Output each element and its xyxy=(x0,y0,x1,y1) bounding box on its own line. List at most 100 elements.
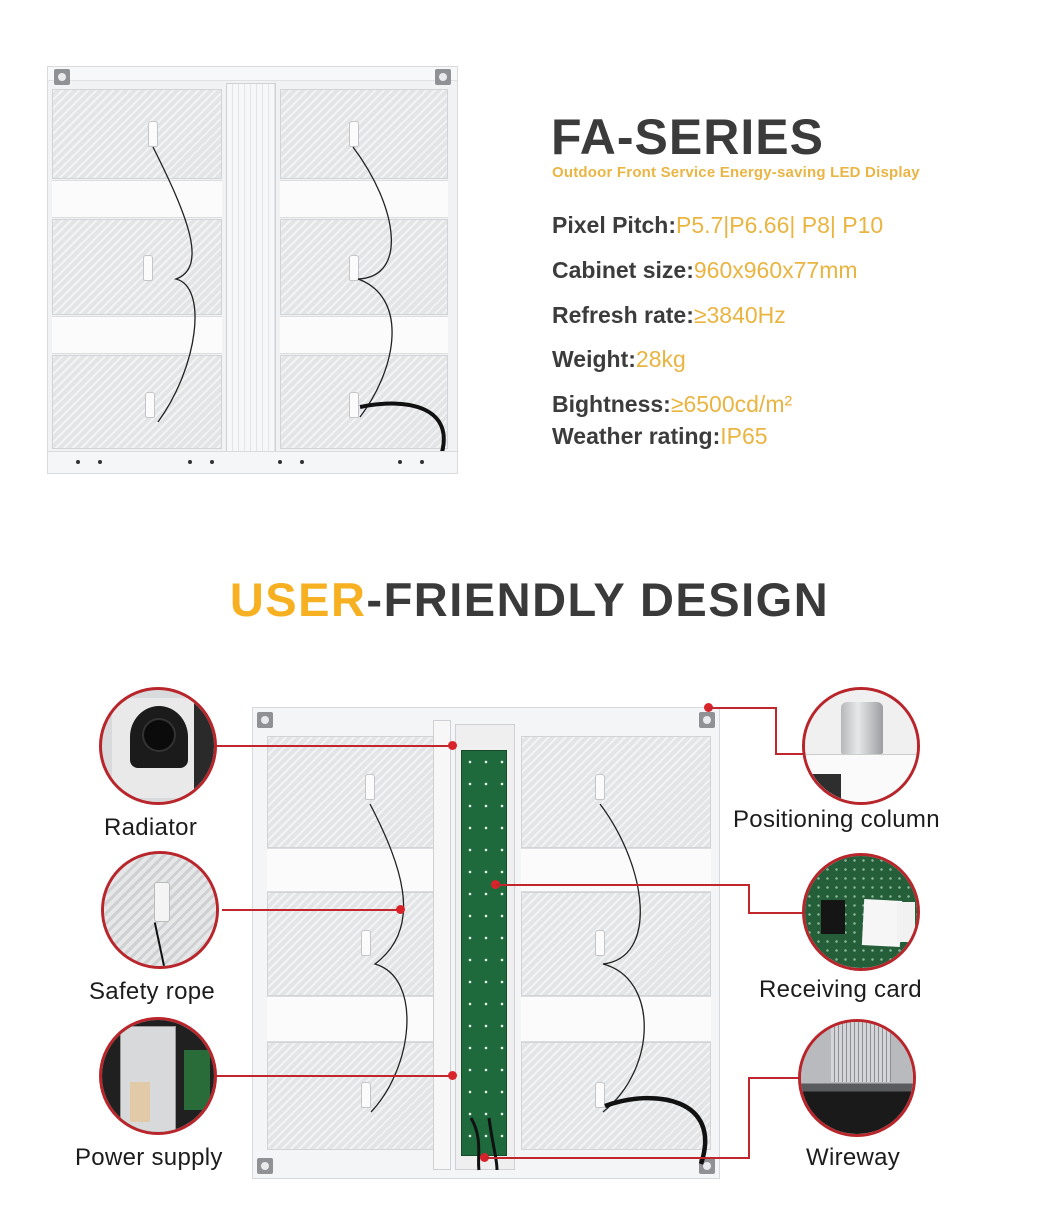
corner-lock-icon xyxy=(699,712,715,728)
callout-pin-radiator xyxy=(448,741,457,750)
led-module xyxy=(52,355,222,449)
safety-hook-icon xyxy=(361,930,371,956)
cabinet-rear-photo xyxy=(47,66,458,474)
callout-label-positioning-column: Positioning column xyxy=(733,806,940,833)
spec-label: Bightness: xyxy=(552,391,671,417)
callout-line-power-supply xyxy=(216,1075,452,1077)
spec-value: ≥6500cd/m² xyxy=(670,391,793,417)
callout-pin-wireway xyxy=(480,1153,489,1162)
callout-label-receiving-card: Receiving card xyxy=(759,976,922,1003)
safety-rope-cable xyxy=(152,146,446,460)
spec-label: Weather rating: xyxy=(552,423,721,449)
spec-label: Cabinet size: xyxy=(552,257,694,283)
callout-line-safety-rope xyxy=(222,909,402,911)
spec-value: P5.7|P6.66| P8| P10 xyxy=(675,212,884,238)
positioning-column-icon xyxy=(841,702,883,754)
section-heading-rest: -FRIENDLY DESIGN xyxy=(366,573,830,626)
spec-value: IP65 xyxy=(720,423,768,449)
callout-line-receiving-card xyxy=(496,884,750,886)
center-spine xyxy=(226,83,276,455)
spec-label: Weight: xyxy=(552,346,636,372)
rail xyxy=(267,848,437,892)
positioning-column-bubble xyxy=(802,687,920,805)
led-module xyxy=(280,89,448,179)
safety-hook-icon xyxy=(143,255,153,281)
product-subtitle: Outdoor Front Service Energy-saving LED … xyxy=(552,164,920,181)
spec-label: Refresh rate: xyxy=(552,302,694,328)
callout-line-wireway xyxy=(748,1077,800,1079)
led-module xyxy=(521,736,711,848)
callout-label-safety-rope: Safety rope xyxy=(89,978,216,1005)
safety-hook-icon xyxy=(595,930,605,956)
power-supply-bubble xyxy=(99,1017,217,1135)
callout-label-radiator: Radiator xyxy=(104,814,198,841)
section-heading-highlight: USER xyxy=(229,573,367,626)
corner-lock-icon xyxy=(54,69,70,85)
callout-pin-receiving-card xyxy=(491,880,500,889)
rail xyxy=(521,996,711,1042)
callout-pin-safety-rope xyxy=(396,905,405,914)
receiving-card-bubble xyxy=(802,853,920,971)
callout-line-positioning-column xyxy=(775,753,805,755)
spec-weight: Weight:28kg xyxy=(552,346,686,373)
callout-line-receiving-card xyxy=(748,912,804,914)
hub-board xyxy=(461,750,507,1156)
product-title: FA-SERIES xyxy=(551,109,824,165)
screw-hole xyxy=(210,460,214,464)
rail xyxy=(280,180,448,218)
corner-lock-icon xyxy=(257,1158,273,1174)
callout-pin-power-supply xyxy=(448,1071,457,1080)
spec-refresh-rate: Refresh rate:≥3840Hz xyxy=(552,302,786,329)
callout-line-positioning-column xyxy=(775,707,777,755)
screw-hole xyxy=(398,460,402,464)
service-door xyxy=(433,720,451,1170)
safety-rope-bubble xyxy=(101,851,219,969)
safety-hook-icon xyxy=(365,774,375,800)
callout-line-radiator xyxy=(216,745,452,747)
safety-hook-icon xyxy=(349,121,359,147)
led-module xyxy=(267,736,437,848)
led-module xyxy=(280,219,448,315)
spec-value: 960x960x77mm xyxy=(693,257,858,283)
spec-pixel-pitch: Pixel Pitch:P5.7|P6.66| P8| P10 xyxy=(552,212,883,239)
cabinet-front-open-photo xyxy=(252,707,720,1179)
callout-line-wireway xyxy=(485,1157,750,1159)
screw-hole xyxy=(188,460,192,464)
callout-line-wireway xyxy=(748,1077,750,1159)
wireway-bubble xyxy=(798,1019,916,1137)
safety-hook-icon xyxy=(145,392,155,418)
spec-brightness: Bightness:≥6500cd/m² xyxy=(552,391,792,418)
screw-hole xyxy=(278,460,282,464)
callout-label-power-supply: Power supply xyxy=(75,1144,223,1171)
safety-hook-icon xyxy=(349,255,359,281)
section-heading: USER-FRIENDLY DESIGN xyxy=(0,572,1059,627)
spec-cabinet-size: Cabinet size:960x960x77mm xyxy=(552,257,858,284)
corner-lock-icon xyxy=(257,712,273,728)
safety-hook-icon xyxy=(148,121,158,147)
callout-pin-positioning-column xyxy=(704,703,713,712)
led-module xyxy=(52,219,222,315)
screw-hole xyxy=(420,460,424,464)
callout-line-receiving-card xyxy=(748,884,750,914)
callout-label-wireway: Wireway xyxy=(806,1144,901,1171)
screw-hole xyxy=(300,460,304,464)
led-module xyxy=(521,892,711,996)
cabinet-frame-bottom xyxy=(48,451,457,473)
rail xyxy=(280,316,448,354)
cabinet-frame-top xyxy=(48,67,457,81)
led-module xyxy=(52,89,222,179)
screw-hole xyxy=(76,460,80,464)
safety-hook-icon xyxy=(595,774,605,800)
callout-line-positioning-column xyxy=(709,707,777,709)
safety-hook-icon xyxy=(349,392,359,418)
spec-label: Pixel Pitch: xyxy=(552,212,676,238)
safety-hook-icon xyxy=(361,1082,371,1108)
spec-value: ≥3840Hz xyxy=(693,302,786,328)
led-module xyxy=(521,1042,711,1150)
rail xyxy=(267,996,437,1042)
safety-hook-icon xyxy=(595,1082,605,1108)
radiator-bubble xyxy=(99,687,217,805)
screw-hole xyxy=(98,460,102,464)
spec-value: 28kg xyxy=(635,346,686,372)
spec-weather-rating: Weather rating:IP65 xyxy=(552,423,768,450)
